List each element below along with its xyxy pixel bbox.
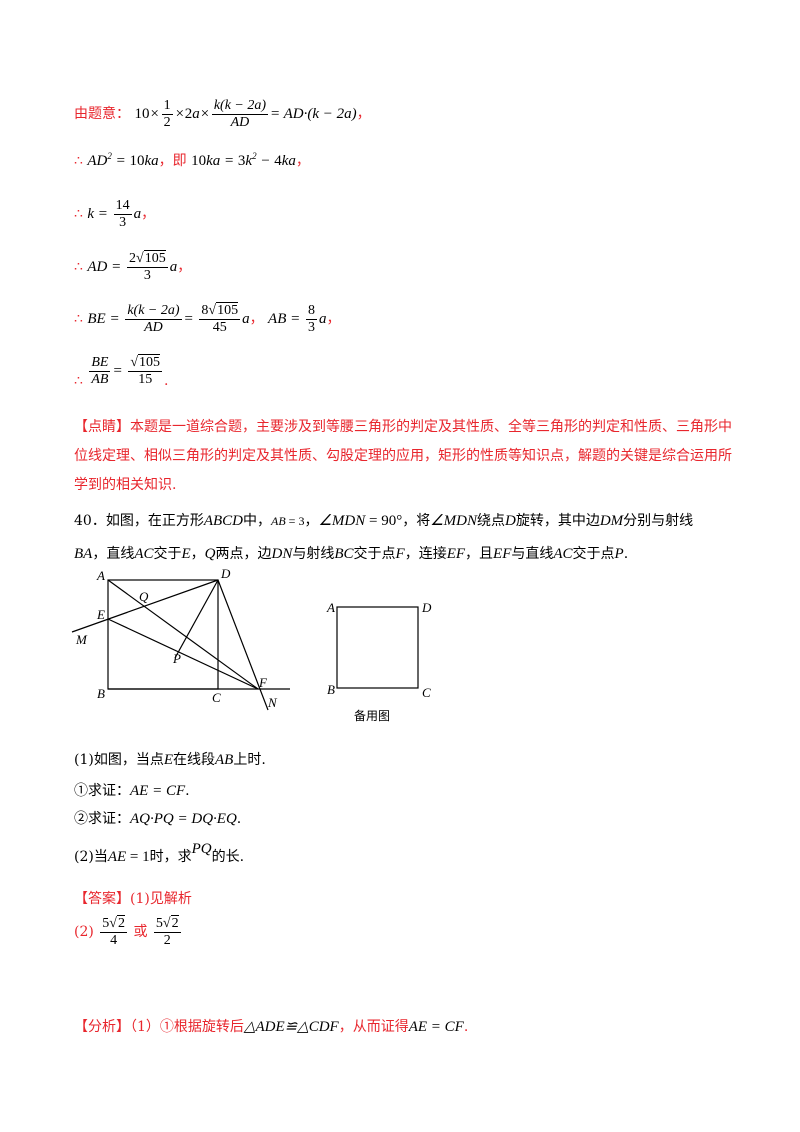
figure-label: F <box>258 675 268 690</box>
equation-3: 10ka = 3k2 − 4ka <box>191 151 296 169</box>
figure-label: B <box>97 686 105 701</box>
text: 上时. <box>233 752 266 768</box>
figure-label: A <box>96 568 105 583</box>
text: 在线段 <box>173 752 216 768</box>
question-1: (1)如图，当点E在线段AB上时. <box>74 752 266 768</box>
text: . <box>463 1019 469 1035</box>
text: ，连接 <box>404 546 447 562</box>
text: 与直线 <box>511 546 554 562</box>
text: （1）①根据旋转后 <box>130 1019 244 1035</box>
spare-caption: 备用图 <box>354 709 390 723</box>
text: 绕点 <box>476 513 505 529</box>
punct: ， <box>356 105 371 122</box>
equation-2: AD2 = 10ka <box>87 151 159 169</box>
square-abcd <box>107 579 219 690</box>
punct: ， <box>295 153 310 169</box>
text: 交于 <box>153 546 182 562</box>
spare-label: D <box>421 600 432 615</box>
text: 交于点 <box>572 546 615 562</box>
figure-label: D <box>220 566 231 581</box>
figure-label: N <box>267 695 278 710</box>
figure-label: E <box>96 607 105 622</box>
figure-label: Q <box>139 589 149 604</box>
question-2: (2)当AE = 1时，求PQ的长. <box>74 841 245 865</box>
text: ①求证： <box>74 783 130 799</box>
text: ，将 <box>402 513 431 529</box>
solution-line-2: ∴ AD2 = 10ka，即 10ka = 3k2 − 4ka， <box>74 151 310 169</box>
answer-tag: 【答案】 <box>74 891 130 907</box>
answer-part1: (1)见解析 <box>130 891 192 907</box>
text: ②求证： <box>74 811 130 827</box>
text: (2)当 <box>74 849 108 865</box>
question-1-1: ①求证：AE = CF. <box>74 783 190 799</box>
text: 与射线 <box>292 546 335 562</box>
ray-dn <box>217 579 269 711</box>
punct: ， <box>177 258 192 275</box>
spare-label: C <box>422 685 431 700</box>
solution-prefix: 由题意： <box>74 105 130 122</box>
answer-or: 或 <box>133 923 148 940</box>
punct-ji: ，即 <box>158 153 187 169</box>
analysis-tag: 【分析】 <box>74 1019 130 1035</box>
text: ，且 <box>465 546 494 562</box>
spare-label: B <box>327 682 335 697</box>
text: 分别与射线 <box>623 513 694 529</box>
segment-ef <box>107 618 259 690</box>
figure-label: M <box>75 632 88 647</box>
dianjing-paragraph: 【点睛】本题是一道综合题，主要涉及到等腰三角形的判定及其性质、全等三角形的判定和… <box>74 413 734 500</box>
punct: . <box>164 372 169 389</box>
dianjing-text: 本题是一道综合题，主要涉及到等腰三角形的判定及其性质、全等三角形的判定和性质、三… <box>74 419 732 493</box>
spare-square <box>336 606 419 689</box>
punct: ， <box>326 310 341 327</box>
text: 如图，在正方形 <box>105 513 204 529</box>
line-ac <box>107 579 259 690</box>
segment-pd <box>174 579 219 659</box>
figure-label: P <box>172 651 181 666</box>
problem-line-2: BA，直线AC交于E，Q两点，边DN与射线BC交于点F，连接EF，且EF与直线A… <box>74 546 629 562</box>
punct: ， <box>141 205 156 222</box>
punct: ， <box>249 310 264 327</box>
text: 两点，边 <box>215 546 272 562</box>
text: . <box>623 546 629 562</box>
dianjing-tag: 【点睛】 <box>74 419 130 435</box>
question-1-2: ②求证：AQ·PQ = DQ·EQ. <box>74 811 242 827</box>
text: 的长. <box>211 849 245 865</box>
answer-line-1: 【答案】(1)见解析 <box>74 888 192 908</box>
text: 旋转，其中边 <box>515 513 600 529</box>
analysis-line: 【分析】（1）①根据旋转后△ADE≌△CDF，从而证得AE = CF. <box>74 1019 469 1035</box>
text: ， <box>304 513 319 529</box>
figure-label: C <box>212 690 221 705</box>
text: . <box>236 811 242 827</box>
geometry-figure: A D Q E M P B C F N <box>71 566 290 711</box>
spare-figure: A D B C 备用图 <box>326 600 432 723</box>
text: 交于点 <box>353 546 396 562</box>
text: (1)如图，当点 <box>74 752 164 768</box>
answer-part2-label: (2) <box>74 923 94 940</box>
problem-number: 40． <box>74 513 106 529</box>
ray-dm <box>71 579 219 633</box>
text: . <box>185 783 190 799</box>
spare-label: A <box>326 600 335 615</box>
problem-line-1: 40．如图，在正方形ABCD中，AB = 3，∠MDN = 90°，将∠MDN绕… <box>74 513 694 529</box>
text: 中， <box>243 513 271 529</box>
text: ，从而证得 <box>338 1019 409 1035</box>
text: ，直线 <box>92 546 135 562</box>
text: 时，求 <box>149 849 192 865</box>
